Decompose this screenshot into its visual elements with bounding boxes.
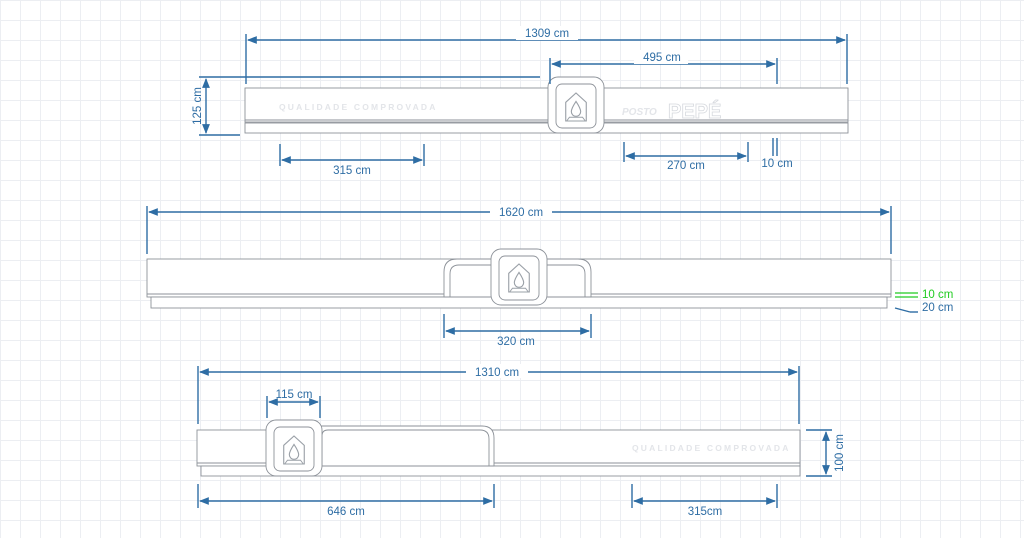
dim-top-total: 1309 cm	[525, 28, 569, 40]
bottom-sign-text: QUALIDADE COMPROVADA	[632, 443, 791, 453]
dim-bottom-total: 1310 cm	[475, 367, 519, 379]
dim-bottom-text-length: 315cm	[688, 506, 723, 518]
dim-bottom-height: 100 cm	[834, 434, 846, 472]
dim-middle-center-module: 320 cm	[497, 336, 535, 348]
brand-prefix: POSTO	[622, 107, 657, 118]
dim-top-logo-to-end: 495 cm	[643, 52, 681, 64]
top-sign-text: QUALIDADE COMPROVADA	[279, 102, 438, 112]
dim-top-height: 125 cm	[192, 87, 204, 125]
top-fascia-base	[244, 122, 849, 134]
bottom-fascia-base	[200, 465, 801, 477]
dim-middle-step-green: 10 cm	[922, 289, 953, 301]
dim-top-end-gap: 10 cm	[761, 158, 792, 170]
elevation-bottom: QUALIDADE COMPROVADA 1310 cm 115 cm 100 …	[196, 364, 846, 518]
dim-bottom-raised-length: 646 cm	[327, 506, 365, 518]
elevation-top: QUALIDADE COMPROVADA POSTO PEPÉ 1309 cm …	[192, 26, 849, 177]
elevation-middle: 1620 cm 320 cm 10 cm 20 cm	[146, 204, 953, 348]
dim-middle-step-base: 20 cm	[922, 302, 953, 314]
dim-top-text-length: 315 cm	[333, 165, 371, 177]
top-fascia	[244, 87, 849, 123]
dim-bottom-logo-width: 115 cm	[276, 389, 313, 401]
dim-top-brand-length: 270 cm	[667, 160, 705, 172]
dim-middle-total: 1620 cm	[499, 207, 543, 219]
brand-name: PEPÉ	[668, 100, 721, 123]
